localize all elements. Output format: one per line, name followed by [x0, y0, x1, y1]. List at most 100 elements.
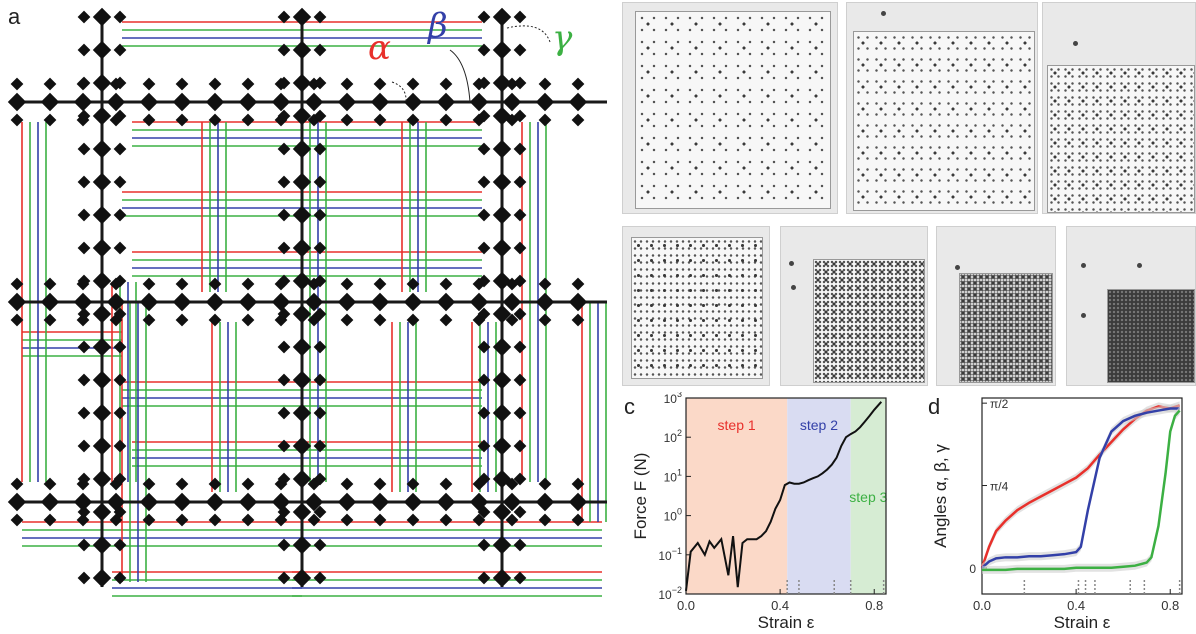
x-tick-label: 0.4	[1067, 598, 1085, 613]
lattice-node	[77, 142, 91, 156]
lattice-node	[92, 7, 112, 27]
lattice-node	[277, 142, 291, 156]
lattice-node	[477, 340, 491, 354]
lattice-node	[142, 277, 156, 291]
lattice-node	[340, 477, 354, 491]
lattice-node	[106, 92, 126, 112]
lattice-node	[175, 277, 189, 291]
lattice-node	[43, 477, 57, 491]
lattice-node	[313, 472, 327, 486]
lattice-node	[92, 271, 112, 291]
lattice-node	[439, 513, 453, 527]
region-label: step 1	[718, 417, 756, 433]
x-tick-label: 0.8	[865, 598, 883, 613]
lattice-node	[313, 10, 327, 24]
lattice-node	[513, 241, 527, 255]
lattice-node	[492, 172, 512, 192]
lattice-node	[403, 292, 423, 312]
lattice-node	[92, 535, 112, 555]
lattice-node	[337, 92, 357, 112]
lattice-node	[92, 238, 112, 258]
region-band	[686, 398, 788, 594]
lattice-node	[277, 571, 291, 585]
lattice-node	[241, 77, 255, 91]
y-tick-label: 101	[664, 467, 682, 484]
lattice-node	[313, 571, 327, 585]
lattice-node	[406, 513, 420, 527]
lattice-node	[205, 492, 225, 512]
panel-c-label: c	[624, 394, 635, 419]
lattice-node	[370, 292, 390, 312]
lattice-node	[77, 307, 91, 321]
lattice-node	[477, 307, 491, 321]
lattice-node	[477, 373, 491, 387]
lattice-node	[477, 208, 491, 222]
lattice-node	[492, 469, 512, 489]
lattice-node	[92, 106, 112, 126]
lattice-node	[277, 241, 291, 255]
lattice-node	[292, 73, 312, 93]
photo-4	[622, 226, 770, 386]
lattice-node	[337, 492, 357, 512]
lattice-node	[292, 568, 312, 588]
region-label: step 3	[849, 489, 887, 505]
lattice-node	[43, 513, 57, 527]
lattice-node	[477, 406, 491, 420]
lattice-node	[238, 492, 258, 512]
lattice-node	[502, 492, 522, 512]
region-band	[787, 398, 851, 594]
lattice-node	[439, 477, 453, 491]
photo-6	[936, 226, 1056, 386]
lattice-node	[277, 76, 291, 90]
y-tick-label: 0	[969, 562, 976, 576]
lattice-node	[492, 73, 512, 93]
lattice-node	[292, 172, 312, 192]
lattice-node	[277, 10, 291, 24]
lattice-node	[10, 513, 24, 527]
lattice-node	[313, 43, 327, 57]
lattice-node	[436, 492, 456, 512]
lattice-node	[172, 292, 192, 312]
lattice-node	[313, 175, 327, 189]
lattice-node	[513, 175, 527, 189]
lattice-node	[373, 313, 387, 327]
lattice-node	[373, 277, 387, 291]
series-line	[982, 409, 1181, 572]
lattice-node	[7, 492, 27, 512]
lattice-node	[292, 271, 312, 291]
x-tick-label: 0.0	[973, 598, 991, 613]
lattice-node	[292, 535, 312, 555]
lattice-node	[370, 492, 390, 512]
lattice-node	[241, 277, 255, 291]
lattice-node	[175, 313, 189, 327]
lattice-node	[492, 502, 512, 522]
lattice-node	[40, 92, 60, 112]
lattice-node	[139, 492, 159, 512]
lattice-node	[175, 477, 189, 491]
lattice-node	[292, 304, 312, 324]
x-tick-label: 0.0	[677, 598, 695, 613]
lattice-node	[313, 274, 327, 288]
lattice-node	[292, 139, 312, 159]
lattice-node	[370, 92, 390, 112]
photo-3	[1042, 2, 1196, 214]
lattice-node	[492, 535, 512, 555]
lattice-node	[538, 477, 552, 491]
lattice-node	[10, 313, 24, 327]
lattice-node	[568, 292, 588, 312]
lattice-node	[277, 274, 291, 288]
lattice-node	[492, 271, 512, 291]
y-axis-label: Angles α, β, γ	[931, 444, 950, 548]
lattice-node	[568, 492, 588, 512]
lattice-node	[113, 307, 127, 321]
lattice-node	[238, 92, 258, 112]
lattice-node	[77, 241, 91, 255]
lattice-node	[277, 109, 291, 123]
gamma-label: γ	[552, 18, 573, 58]
y-tick-label: 100	[664, 507, 682, 524]
lattice-node	[277, 43, 291, 57]
lattice-node	[477, 142, 491, 156]
lattice-node	[139, 292, 159, 312]
lattice-node	[439, 313, 453, 327]
